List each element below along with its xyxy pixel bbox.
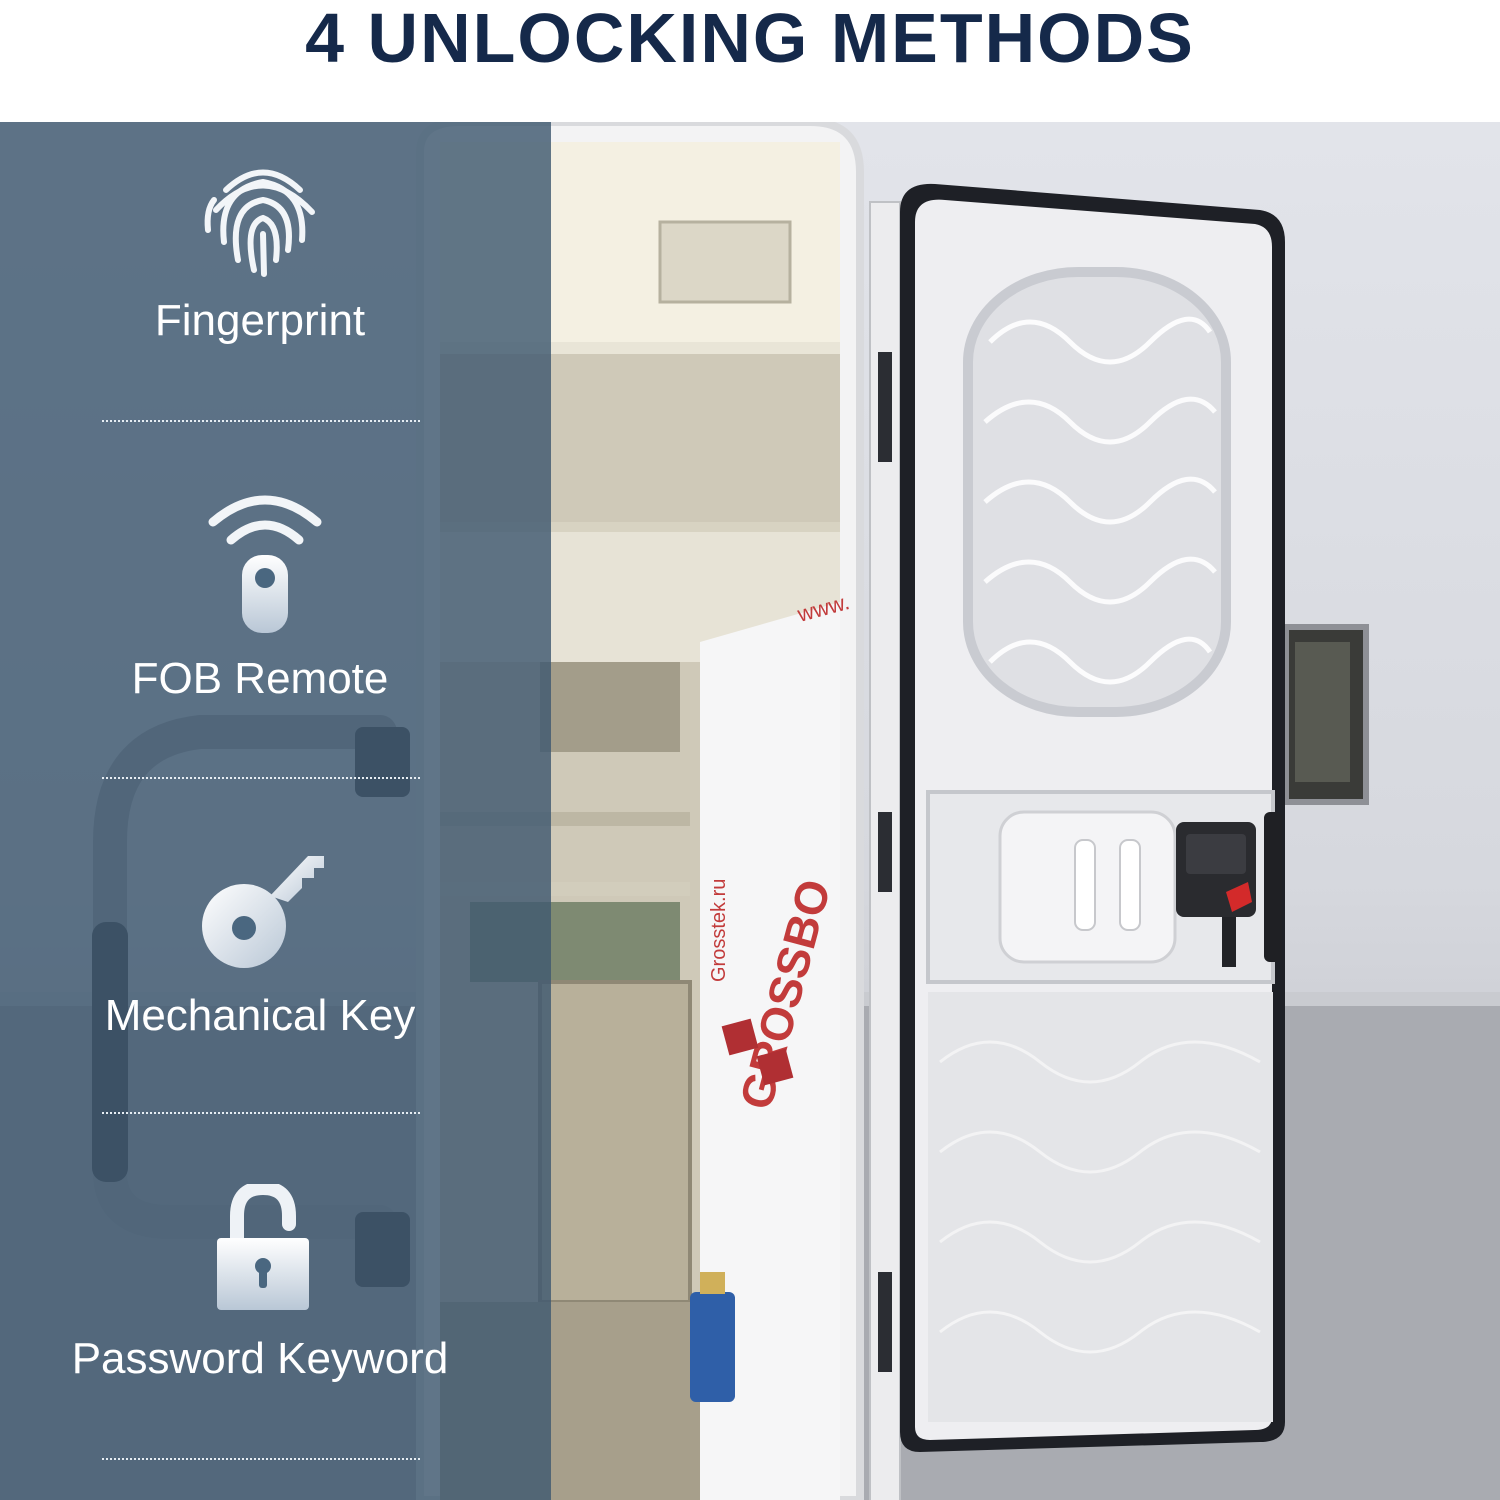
divider [102, 777, 420, 779]
page-title: 4 UNLOCKING METHODS [305, 0, 1195, 77]
divider [102, 1112, 420, 1114]
method-label: Password Keyword [71, 1334, 449, 1383]
divider [102, 1458, 420, 1460]
svg-text:Grosstek.ru: Grosstek.ru [708, 879, 730, 982]
fingerprint-icon [204, 169, 315, 277]
method-label: Mechanical Key [104, 991, 416, 1040]
title-band: 4 UNLOCKING METHODS [0, 0, 1500, 122]
fob-remote-icon [208, 495, 322, 633]
smart-lock-photo [1176, 812, 1282, 967]
divider [102, 420, 420, 422]
method-label: FOB Remote [131, 654, 389, 703]
methods-panel: Fingerprint FOB Remote [0, 122, 551, 1500]
padlock-icon [217, 1184, 309, 1310]
method-label: Fingerprint [154, 296, 366, 345]
key-icon [202, 856, 324, 968]
